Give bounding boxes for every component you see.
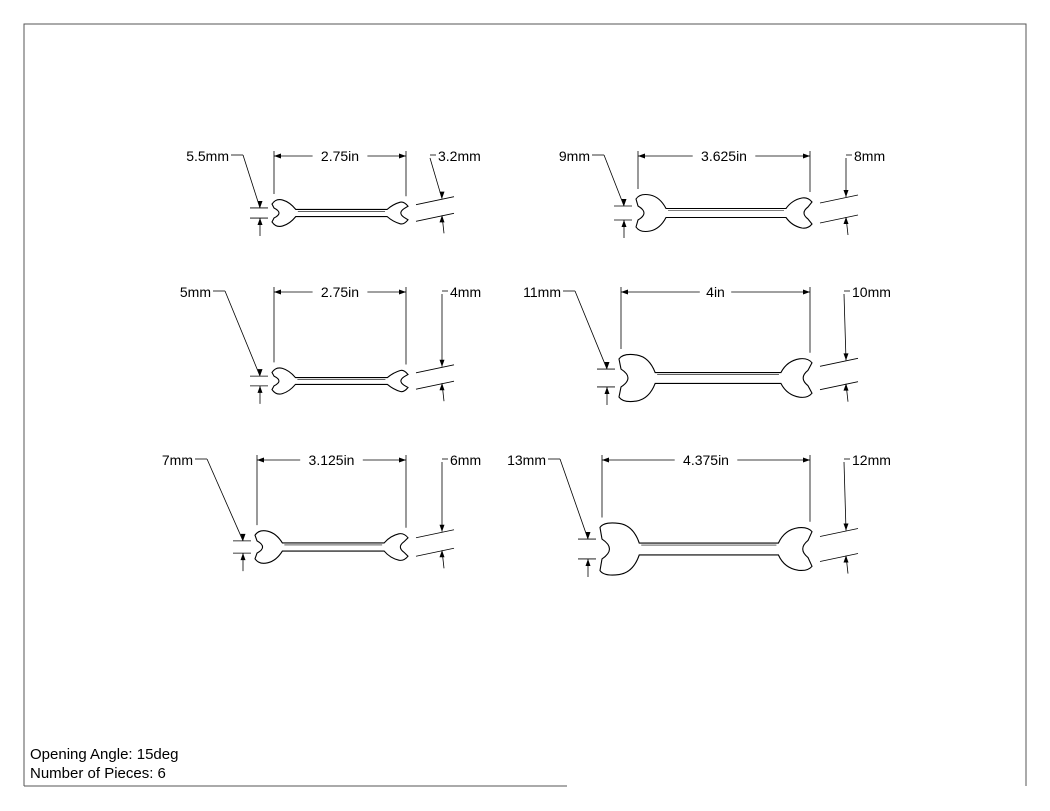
length-label: 2.75in <box>321 148 359 164</box>
jaw-leader-line <box>559 458 589 540</box>
wrench-layer: 2.75in 5.5mm 3.2mm 3.625in 9mm 8mm 2.75in 5mm 4m… <box>162 148 891 577</box>
jaw-leader-line <box>843 461 847 531</box>
jaw-arrow <box>439 550 445 558</box>
jaw-arrow <box>257 385 263 393</box>
left-opening-label: 5.5mm <box>186 148 229 164</box>
length-arrow <box>274 289 281 295</box>
length-arrow <box>257 457 264 463</box>
length-label: 4in <box>706 284 725 300</box>
number-of-pieces-note: Number of Pieces: 6 <box>30 765 166 782</box>
jaw-arrow <box>240 553 246 561</box>
jaw-arrow <box>240 533 246 541</box>
length-label: 3.625in <box>701 148 747 164</box>
jaw-leader-line <box>843 293 847 361</box>
jaw-arrow <box>439 383 445 391</box>
jaw-extension-line <box>415 380 455 390</box>
jaw-arrow <box>257 200 263 208</box>
right-opening-label: 3.2mm <box>438 148 481 164</box>
wrench-outline <box>254 530 409 564</box>
left-opening-label: 7mm <box>162 452 193 468</box>
right-opening-label: 12mm <box>852 452 891 468</box>
jaw-extension-line <box>819 381 859 391</box>
wrench-outline <box>271 367 409 395</box>
jaw-extension-line <box>819 528 859 537</box>
wrench-outline <box>635 193 813 233</box>
length-arrow <box>638 153 645 159</box>
left-opening-label: 13mm <box>507 452 546 468</box>
wrench-view: 2.75in 5.5mm 3.2mm <box>186 148 481 237</box>
jaw-arrow <box>439 191 445 199</box>
length-label: 2.75in <box>321 284 359 300</box>
wrench-outline <box>599 522 813 576</box>
jaw-extension-line <box>819 553 859 562</box>
jaw-arrow <box>843 523 849 531</box>
jaw-leader-line <box>603 154 625 207</box>
length-arrow <box>803 153 810 159</box>
length-arrow <box>602 457 609 463</box>
jaw-extension-line <box>819 194 859 204</box>
length-arrow <box>621 289 628 295</box>
jaw-arrow <box>439 524 445 532</box>
jaw-arrow <box>585 532 591 540</box>
jaw-leader-line <box>242 154 261 209</box>
jaw-extension-line <box>415 212 455 222</box>
jaw-arrow <box>439 215 445 223</box>
jaw-arrow <box>843 353 849 361</box>
jaw-leader-line <box>574 290 608 370</box>
left-opening-label: 5mm <box>180 284 211 300</box>
left-opening-label: 11mm <box>523 284 561 300</box>
jaw-extension-line <box>415 547 455 557</box>
jaw-extension-line <box>415 529 455 539</box>
length-arrow <box>803 289 810 295</box>
jaw-arrow <box>621 199 627 206</box>
left-opening-label: 9mm <box>559 148 590 164</box>
length-label: 3.125in <box>309 452 355 468</box>
wrench-view: 2.75in 5mm 4mm <box>180 284 481 404</box>
length-arrow <box>274 153 281 159</box>
jaw-arrow <box>257 369 263 377</box>
jaw-arrow <box>843 555 849 563</box>
jaw-arrow <box>585 558 591 566</box>
jaw-arrow <box>439 359 445 367</box>
wrench-view: 3.125in 7mm 6mm <box>162 452 481 572</box>
jaw-extension-line <box>415 196 455 206</box>
length-arrow <box>803 457 810 463</box>
jaw-arrow <box>621 220 627 227</box>
sheet-border <box>23 23 1027 786</box>
wrench-outline <box>618 353 813 403</box>
wrench-outline <box>271 198 409 228</box>
right-opening-label: 8mm <box>854 148 885 164</box>
length-label: 4.375in <box>683 452 729 468</box>
length-arrow <box>399 289 406 295</box>
length-arrow <box>399 457 406 463</box>
right-opening-label: 4mm <box>450 284 481 300</box>
jaw-extension-line <box>415 364 455 374</box>
jaw-leader-line <box>224 290 261 377</box>
wrench-view: 4in 11mm 10mm <box>523 284 891 405</box>
jaw-arrow <box>257 218 263 226</box>
jaw-leader-line <box>206 458 244 542</box>
opening-angle-note: Opening Angle: 15deg <box>30 746 179 763</box>
jaw-arrow <box>604 386 610 394</box>
right-opening-label: 10mm <box>852 284 891 300</box>
jaw-arrow <box>843 383 849 391</box>
wrench-view: 3.625in 9mm 8mm <box>559 148 885 238</box>
jaw-arrow <box>843 190 849 197</box>
jaw-extension-line <box>819 214 859 224</box>
right-opening-label: 6mm <box>450 452 481 468</box>
jaw-arrow <box>843 217 849 224</box>
wrench-view: 4.375in 13mm 12mm <box>507 452 891 577</box>
jaw-extension-line <box>819 357 859 367</box>
length-arrow <box>399 153 406 159</box>
jaw-arrow <box>604 362 610 370</box>
